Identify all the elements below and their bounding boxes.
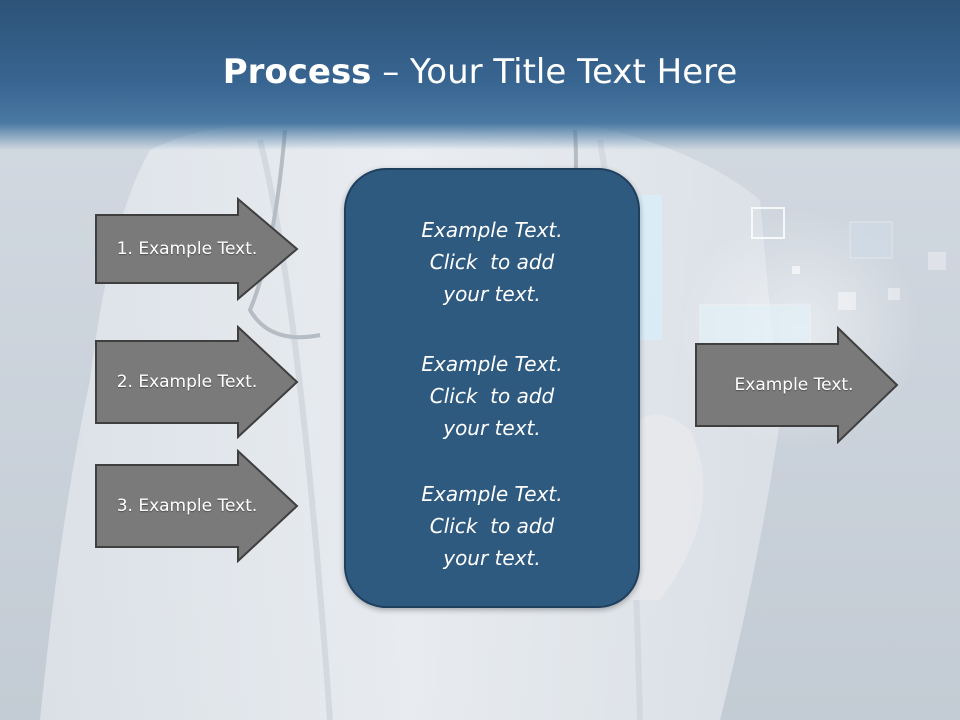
center-text-block-1: Example Text. Click to add your text. bbox=[346, 214, 638, 310]
center-text-block-3: Example Text. Click to add your text. bbox=[346, 478, 638, 574]
center-text-box: Example Text. Click to add your text. Ex… bbox=[344, 168, 640, 608]
center-text-line: Click to add bbox=[429, 514, 555, 538]
center-text-line: your text. bbox=[443, 546, 541, 570]
right-arrow-icon bbox=[95, 197, 299, 301]
center-text-block-2: Example Text. Click to add your text. bbox=[346, 348, 638, 444]
right-arrow-icon bbox=[95, 449, 299, 563]
right-arrow-icon bbox=[95, 325, 299, 439]
center-text-line: Example Text. bbox=[421, 218, 563, 242]
center-text-line: Example Text. bbox=[421, 482, 563, 506]
center-text-line: Click to add bbox=[429, 250, 555, 274]
slide-title: Process – Your Title Text Here bbox=[0, 52, 960, 92]
arrow-output: Example Text. bbox=[694, 326, 900, 444]
center-text-line: your text. bbox=[443, 416, 541, 440]
arrow-step-3-label: 3. Example Text. bbox=[116, 496, 258, 516]
arrow-step-2-label: 2. Example Text. bbox=[116, 372, 258, 392]
title-rest: – Your Title Text Here bbox=[371, 52, 738, 92]
arrow-step-2: 2. Example Text. bbox=[94, 325, 300, 439]
title-bold: Process bbox=[222, 52, 372, 92]
right-arrow-icon bbox=[695, 326, 899, 444]
arrow-output-label: Example Text. bbox=[734, 375, 854, 395]
center-text-line: your text. bbox=[443, 282, 541, 306]
title-bar bbox=[0, 0, 960, 150]
center-text-line: Example Text. bbox=[421, 352, 563, 376]
arrow-step-3: 3. Example Text. bbox=[94, 449, 300, 563]
arrow-step-1: 1. Example Text. bbox=[94, 197, 300, 301]
center-text-line: Click to add bbox=[429, 384, 555, 408]
arrow-step-1-label: 1. Example Text. bbox=[116, 239, 258, 259]
